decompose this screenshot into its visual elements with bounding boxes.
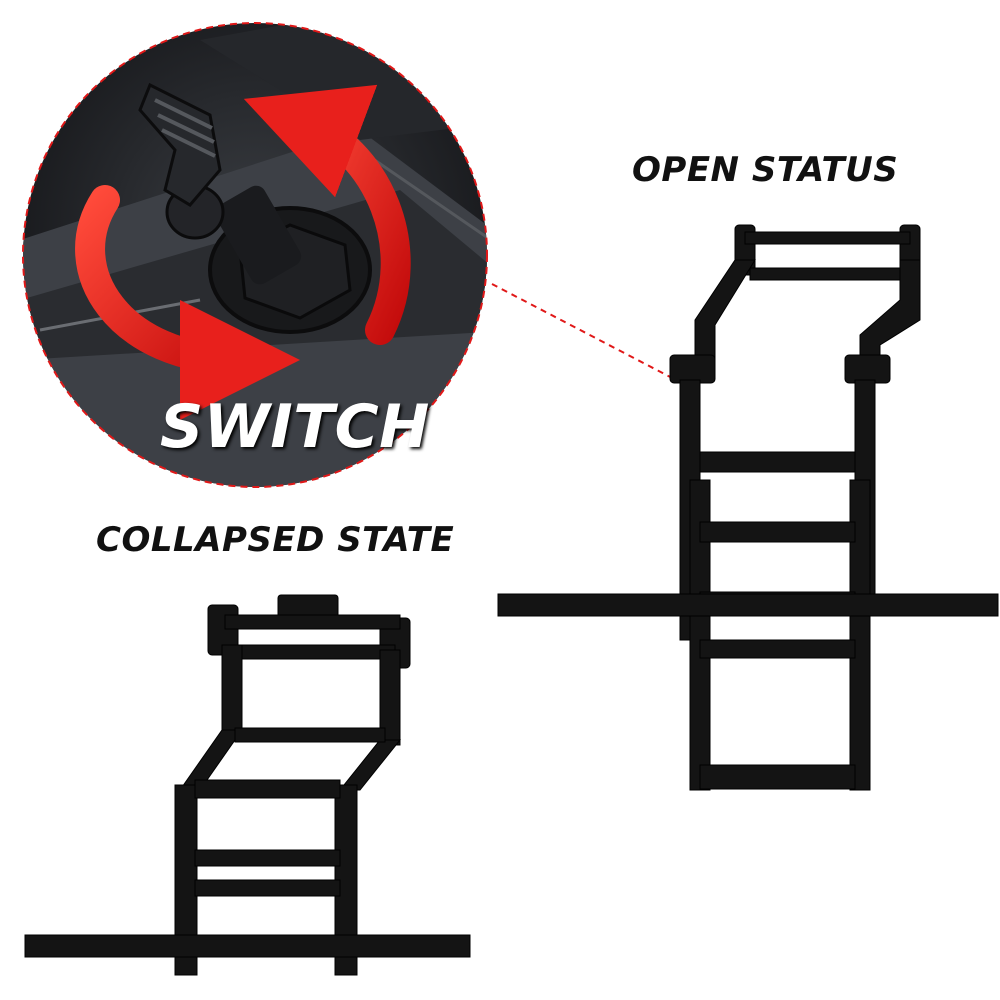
rotate-arrow-upper-icon xyxy=(243,84,411,345)
switch-label: SWITCH xyxy=(160,392,430,462)
collapsed-state-label: COLLAPSED STATE xyxy=(96,520,455,560)
open-status-label: OPEN STATUS xyxy=(632,150,899,190)
rotate-arrow-lower-icon xyxy=(75,185,300,420)
open-ladder-image xyxy=(497,224,999,791)
switch-zoom-view xyxy=(22,22,488,488)
collapsed-ladder-image xyxy=(24,594,471,976)
callout-connector-line xyxy=(491,283,677,381)
